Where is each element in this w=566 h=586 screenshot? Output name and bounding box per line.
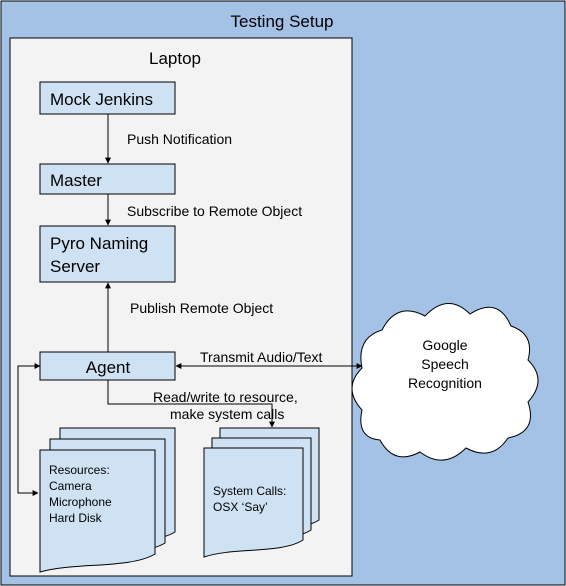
resources-item-camera: Camera <box>49 479 92 493</box>
system-calls-document-stack: System Calls: OSX ‘Say’ <box>203 427 320 558</box>
system-calls-title: System Calls: <box>213 484 286 498</box>
system-calls-item-osx-say: OSX ‘Say’ <box>213 500 268 514</box>
edge-label-subscribe: Subscribe to Remote Object <box>127 203 302 219</box>
edge-label-readwrite-line2: make system calls <box>170 406 284 422</box>
resources-title: Resources: <box>49 463 110 477</box>
edge-label-push-notification: Push Notification <box>127 131 232 147</box>
cloud-label-line1: Google <box>422 337 467 353</box>
resources-item-microphone: Microphone <box>49 495 112 509</box>
edge-label-transmit: Transmit Audio/Text <box>200 349 323 365</box>
agent-label: Agent <box>86 358 131 377</box>
pyro-naming-server-node: Pyro Naming Server <box>39 225 176 283</box>
laptop-title: Laptop <box>149 49 201 68</box>
edge-agent-to-resources <box>17 363 41 496</box>
master-node: Master <box>39 163 176 195</box>
pyro-label-line2: Server <box>50 257 100 276</box>
edge-agent-to-system-calls <box>107 380 275 428</box>
testing-setup-title: Testing Setup <box>230 12 333 31</box>
edge-label-readwrite-line1: Read/write to resource, <box>153 389 298 405</box>
pyro-label-line1: Pyro Naming <box>50 234 148 253</box>
edge-label-publish: Publish Remote Object <box>130 300 273 316</box>
mock-jenkins-label: Mock Jenkins <box>50 90 153 109</box>
master-label: Master <box>50 171 102 190</box>
cloud-label-line3: Recognition <box>408 375 482 391</box>
agent-node: Agent <box>39 351 176 381</box>
mock-jenkins-node: Mock Jenkins <box>39 81 176 115</box>
cloud-shape-icon <box>351 303 539 461</box>
google-speech-recognition-cloud: Google Speech Recognition <box>351 303 539 461</box>
resources-item-hard-disk: Hard Disk <box>49 511 103 525</box>
resources-document-stack: Resources: Camera Microphone Hard Disk <box>39 427 176 573</box>
cloud-label-line2: Speech <box>421 356 468 372</box>
